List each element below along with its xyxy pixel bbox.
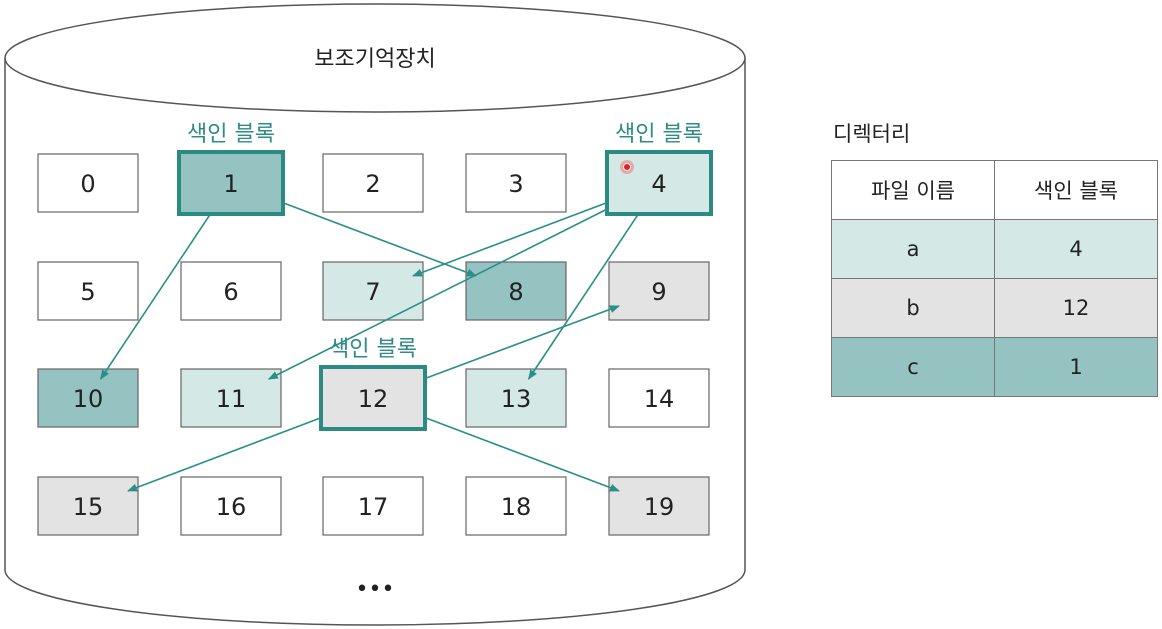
pointer-arrow-4-to-7 (412, 201, 608, 277)
block-0-label: 0 (80, 170, 95, 198)
block-19-box (608, 476, 710, 536)
block-2-label: 2 (365, 170, 380, 198)
block-11-box (180, 368, 282, 428)
block-14-box (608, 368, 710, 428)
block-12-label: 12 (358, 385, 389, 413)
block-16: 16 (180, 476, 282, 536)
directory-title: 디렉터리 (833, 122, 911, 146)
block-15-box (37, 476, 139, 536)
block-12: 색인 블록 12 (319, 337, 427, 431)
block-2: 2 (322, 153, 424, 213)
block-9-label: 9 (651, 278, 666, 306)
block-5-box (37, 261, 139, 321)
block-13: 13 (465, 368, 567, 428)
index-block-cell: 1 (994, 337, 1158, 397)
block-9: 9 (608, 261, 710, 321)
block-0: 0 (37, 153, 139, 213)
block-6: 6 (180, 261, 282, 321)
block-16-label: 16 (216, 493, 247, 521)
block-8-label: 8 (508, 278, 523, 306)
block-13-box (465, 368, 567, 428)
block-18-box (465, 476, 567, 536)
header-index-block: 색인 블록 (994, 160, 1158, 220)
cylinder-top (4, 3, 746, 113)
block-19: 19 (608, 476, 710, 536)
block-14-label: 14 (644, 385, 675, 413)
block-3: 3 (465, 153, 567, 213)
block-18: 18 (465, 476, 567, 536)
pointer-arrow-12-to-9 (424, 305, 620, 380)
block-3-box (465, 153, 567, 213)
block-5: 5 (37, 261, 139, 321)
block-17-box (322, 476, 424, 536)
block-5-label: 5 (80, 278, 95, 306)
storage-title: 보조기억장치 (314, 47, 435, 72)
block-14: 14 (608, 368, 710, 428)
block-7: 7 (322, 261, 424, 321)
block-10-label: 10 (73, 385, 104, 413)
block-10: 10 (37, 368, 139, 428)
block-11-label: 11 (216, 385, 247, 413)
block-1: 색인 블록 1 (177, 122, 285, 216)
block-18-label: 18 (501, 493, 532, 521)
ellipsis: ••• (356, 577, 395, 602)
block-9-box (608, 261, 710, 321)
block-2-box (322, 153, 424, 213)
block-10-box (37, 368, 139, 428)
block-1-box (177, 150, 285, 216)
block-16-box (180, 476, 282, 536)
index-block-cell: 12 (994, 278, 1158, 338)
block-17-label: 17 (358, 493, 389, 521)
block-8: 8 (465, 261, 567, 321)
block-4-box (605, 150, 713, 216)
block-7-label: 7 (365, 278, 380, 306)
pointer-arrow-12-to-19 (424, 416, 620, 492)
block-15-label: 15 (73, 493, 104, 521)
links-layer (99, 201, 640, 492)
block-13-label: 13 (501, 385, 532, 413)
block-12-box (319, 365, 427, 431)
pointer-arrow-12-to-15 (127, 416, 322, 492)
block-4-label: 4 (651, 170, 666, 198)
block-15: 15 (37, 476, 139, 536)
index-block-label: 색인 블록 (329, 337, 417, 362)
cursor-indicator (620, 160, 634, 174)
block-17: 17 (322, 476, 424, 536)
file-name-cell: c (831, 337, 995, 397)
pointer-arrow-1-to-10 (99, 213, 212, 380)
index-block-label: 색인 블록 (615, 122, 703, 147)
block-3-label: 3 (508, 170, 523, 198)
index-block-label: 색인 블록 (187, 122, 275, 147)
block-0-box (37, 153, 139, 213)
pointer-arrow-4-to-13 (527, 213, 640, 380)
file-name-cell: b (831, 278, 995, 338)
block-11: 11 (180, 368, 282, 428)
block-4: 색인 블록 4 (605, 122, 713, 216)
file-name-cell: a (831, 219, 995, 279)
block-19-label: 19 (644, 493, 675, 521)
block-6-label: 6 (223, 278, 238, 306)
directory-header-row: 파일 이름 색인 블록 (831, 160, 1158, 220)
index-block-cell: 4 (994, 219, 1158, 279)
block-6-box (180, 261, 282, 321)
header-file-name: 파일 이름 (831, 160, 995, 220)
block-1-label: 1 (223, 170, 238, 198)
pointer-arrow-4-to-11 (267, 208, 608, 380)
